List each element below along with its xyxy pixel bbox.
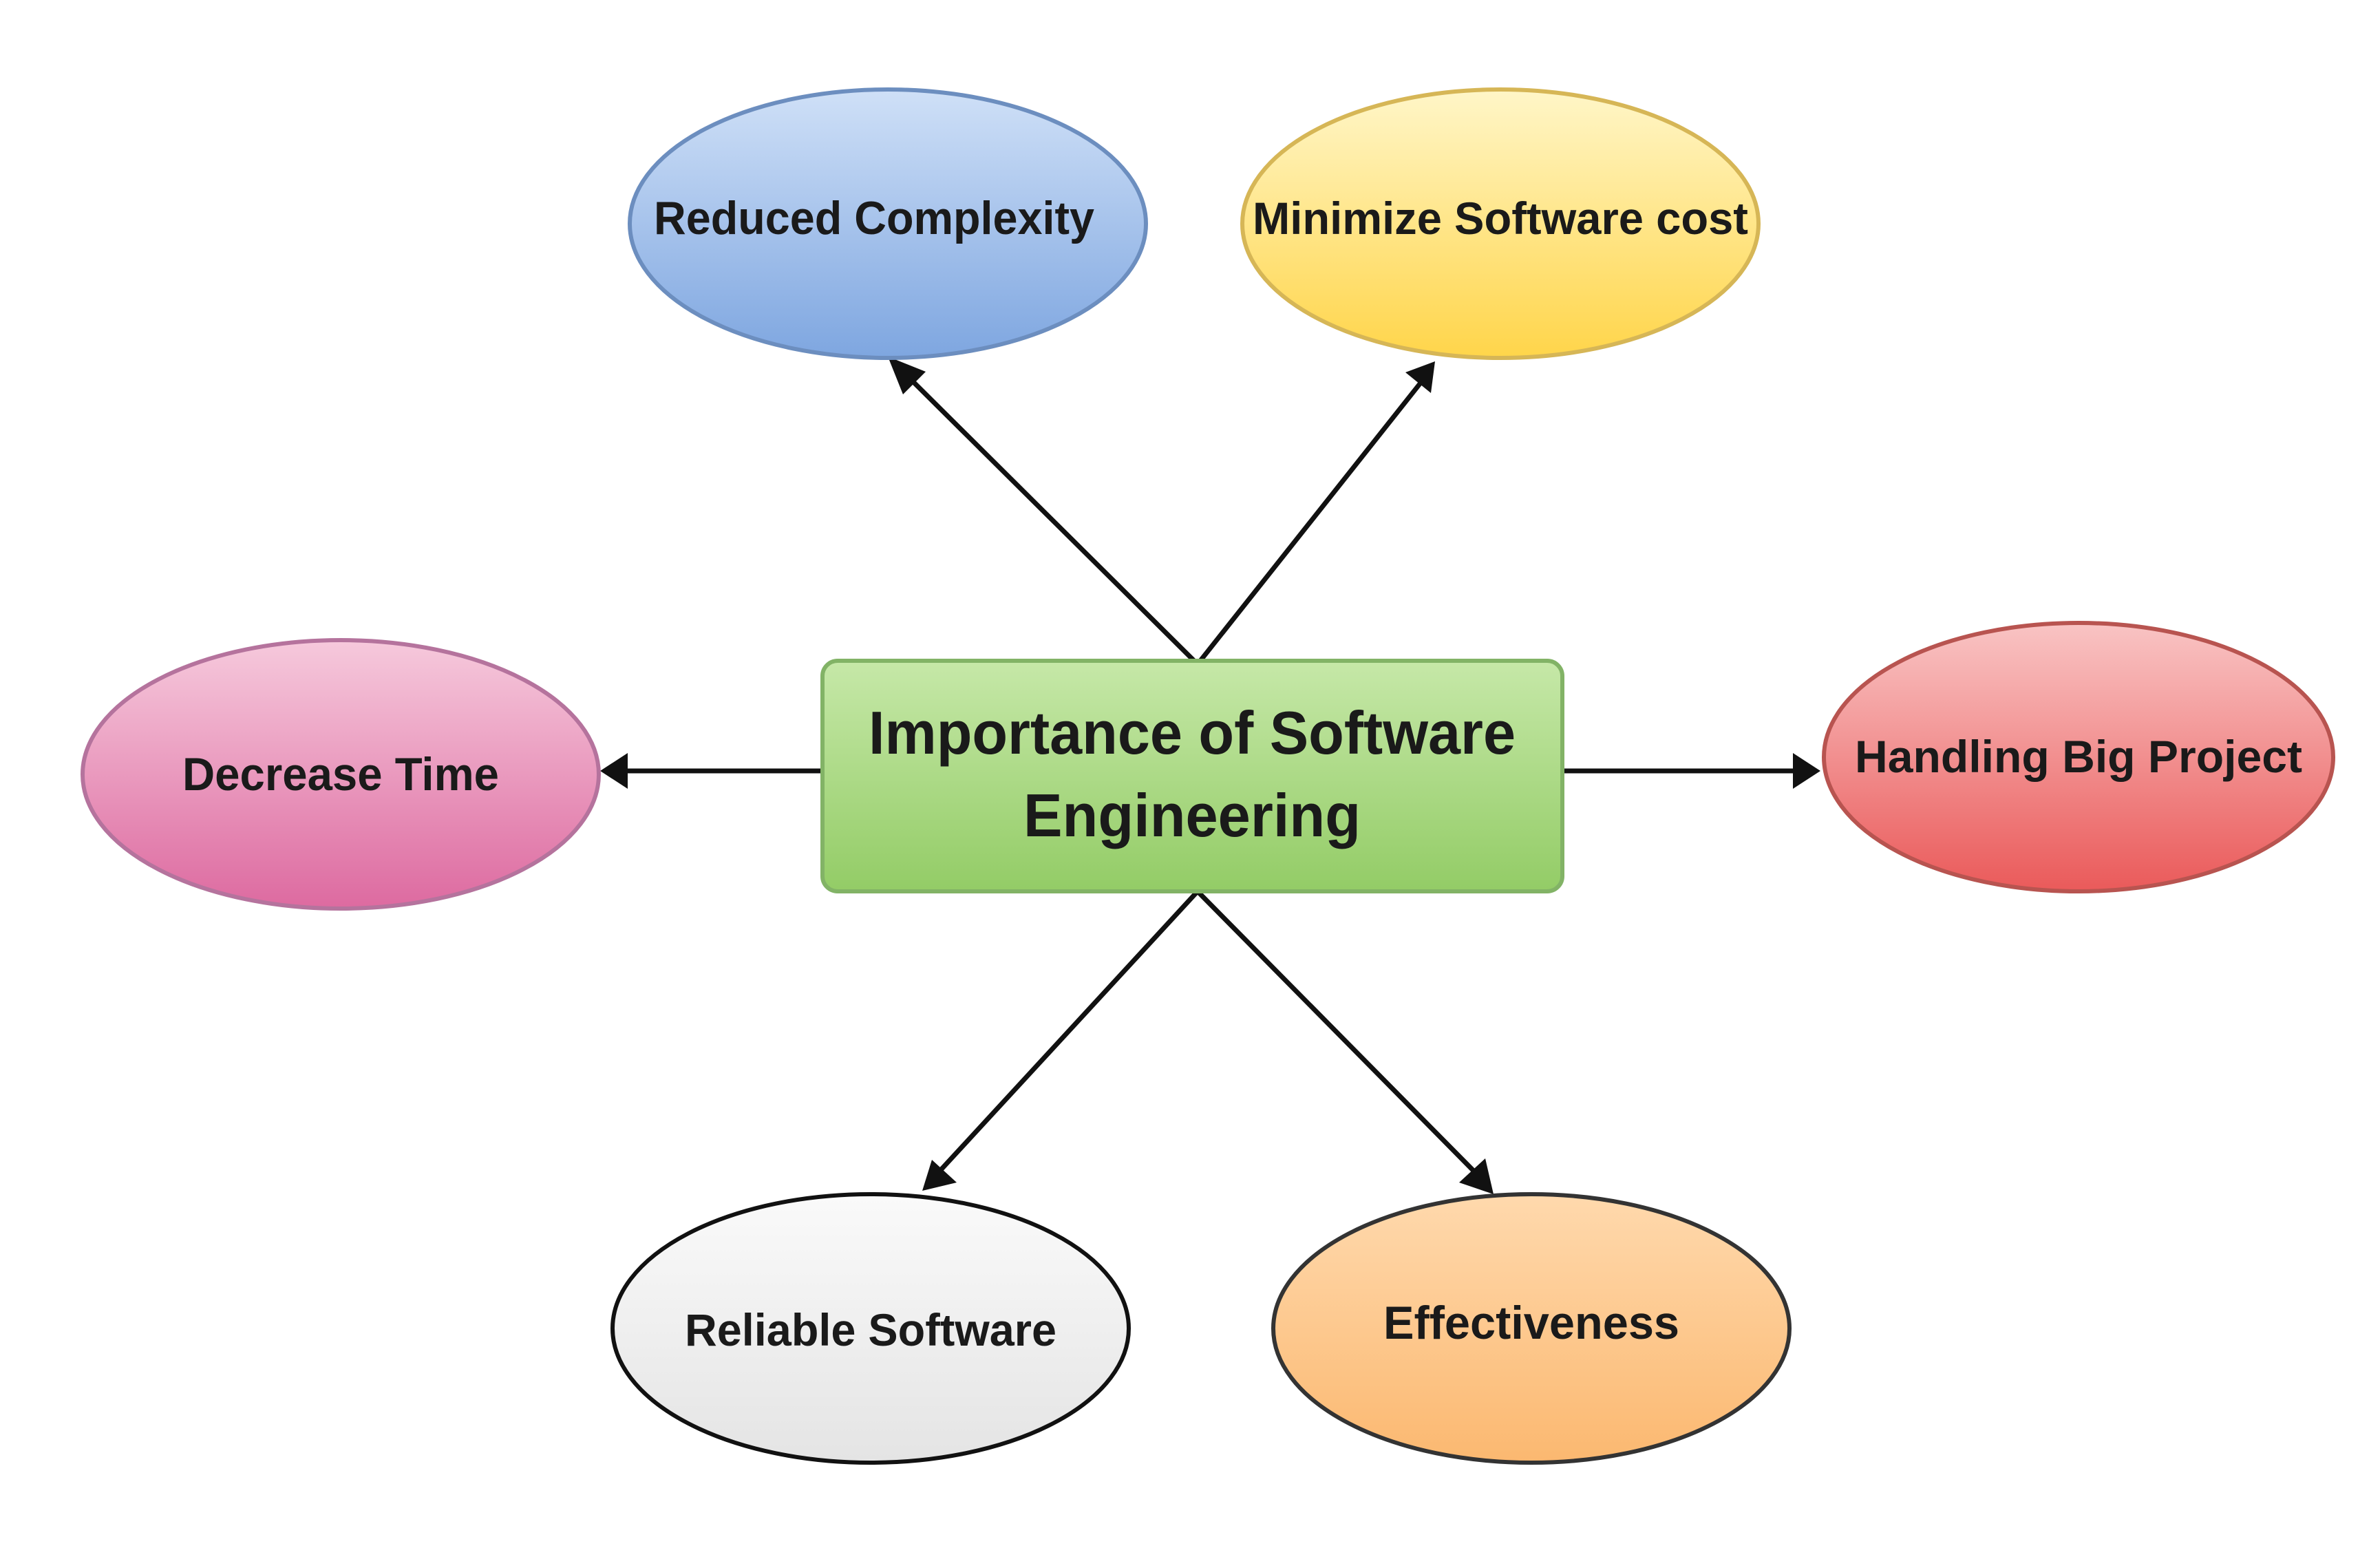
node-minimize-cost: Minimize Software cost xyxy=(1240,87,1761,360)
node-reduced-complexity-shape xyxy=(628,87,1148,360)
arrowhead-minimize-cost xyxy=(1405,361,1435,393)
edge-to-reliable-software xyxy=(935,889,1200,1176)
arrowhead-effectiveness xyxy=(1459,1158,1494,1194)
edge-to-reduced-complexity xyxy=(901,370,1200,666)
center-node-title-line2: Engineering xyxy=(1023,781,1361,849)
center-node-shape xyxy=(820,659,1564,893)
edge-to-minimize-cost xyxy=(1196,380,1423,666)
arrowhead-reduced-complexity xyxy=(888,357,926,394)
edge-to-effectiveness xyxy=(1196,889,1478,1176)
node-minimize-cost-shape xyxy=(1240,87,1761,360)
node-effectiveness-shape xyxy=(1271,1192,1792,1465)
node-reliable-software-shape xyxy=(610,1192,1131,1465)
node-reliable-software-label: Reliable Software xyxy=(685,1304,1056,1355)
node-reliable-software: Reliable Software xyxy=(610,1192,1131,1465)
node-handling-big-project-label: Handling Big Project xyxy=(1855,731,2302,782)
node-decrease-time: Decrease Time xyxy=(81,638,601,911)
node-effectiveness: Effectiveness xyxy=(1271,1192,1792,1465)
node-handling-big-project-shape xyxy=(1822,621,2335,893)
node-decrease-time-label: Decrease Time xyxy=(182,748,499,800)
node-minimize-cost-label: Minimize Software cost xyxy=(1253,193,1748,244)
arrowhead-reliable-software xyxy=(922,1160,957,1191)
node-decrease-time-shape xyxy=(81,638,601,911)
node-reduced-complexity: Reduced Complexity xyxy=(628,87,1148,360)
node-effectiveness-label: Effectiveness xyxy=(1383,1297,1679,1349)
center-node: Importance of Software Engineering xyxy=(820,659,1564,893)
node-reduced-complexity-label: Reduced Complexity xyxy=(654,192,1094,244)
arrowhead-handling-big-project xyxy=(1793,753,1820,789)
node-handling-big-project: Handling Big Project xyxy=(1822,621,2335,893)
edges xyxy=(600,357,1820,1194)
center-node-title-line1: Importance of Software xyxy=(869,699,1516,767)
arrowhead-decrease-time xyxy=(600,753,628,789)
